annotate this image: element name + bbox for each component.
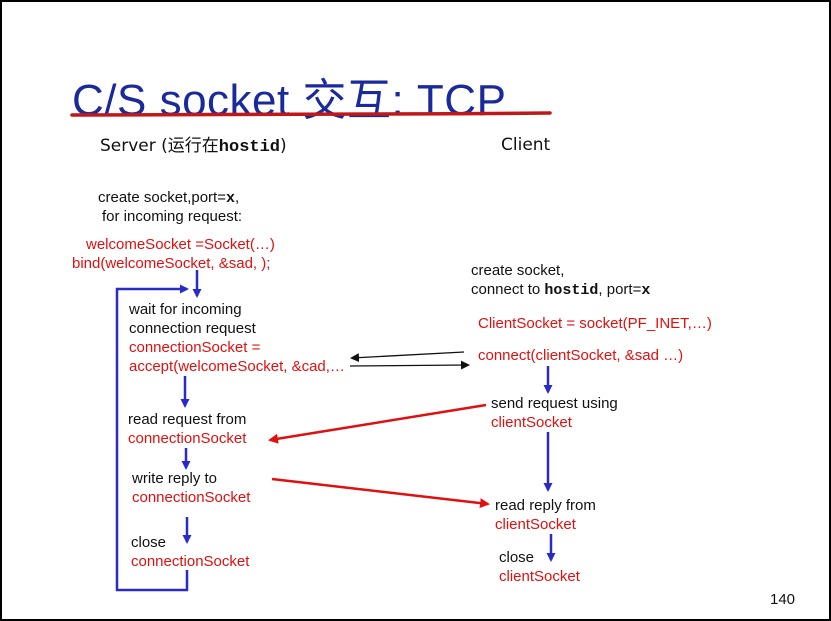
- client-send-socket: clientSocket: [491, 414, 572, 431]
- client-create-line2: connect to hostid, port=x: [471, 280, 650, 300]
- client-read-label: read reply from: [495, 497, 596, 514]
- client-socket-code: ClientSocket = socket(PF_INET,…): [478, 315, 712, 332]
- client-read-socket: clientSocket: [495, 516, 576, 533]
- server-accept-line1: connectionSocket =: [129, 339, 261, 356]
- server-create-port: x: [225, 190, 235, 207]
- client-create-port: x: [641, 282, 651, 299]
- server-welcome-socket-code: welcomeSocket =Socket(…): [86, 236, 275, 253]
- server-write-label: write reply to: [132, 470, 218, 487]
- client-create-mid: , port=: [598, 281, 642, 298]
- server-close-label: close: [131, 534, 167, 551]
- client-send-label: send request using: [491, 395, 618, 412]
- server-loop-back-arrow: [115, 284, 189, 592]
- server-bind-code: bind(welcomeSocket, &sad, );: [72, 255, 271, 272]
- server-create-prefix: create socket,port=: [98, 189, 226, 206]
- request-message-arrow: [268, 403, 487, 444]
- client-create-prefix: connect to: [471, 281, 545, 298]
- server-heading-suffix: ): [280, 136, 287, 156]
- connection-setup-arrow-to-client: [349, 360, 470, 370]
- connection-setup-arrow-to-server: [350, 351, 465, 363]
- client-close-socket: clientSocket: [499, 568, 580, 585]
- server-write-socket: connectionSocket: [132, 489, 251, 506]
- server-read-socket: connectionSocket: [128, 430, 247, 447]
- server-create-suffix: ,: [235, 189, 240, 206]
- title-underline: [70, 111, 552, 117]
- slide-title: C/S socket 交互: TCP: [72, 76, 507, 125]
- server-wait-line1: wait for incoming: [129, 301, 242, 318]
- server-heading-host: hostid: [218, 138, 281, 157]
- client-connect-code: connect(clientSocket, &sad …): [478, 347, 684, 364]
- server-create-socket-line2: for incoming request:: [102, 208, 243, 225]
- server-heading: Server (运行在hostid): [100, 131, 287, 157]
- server-accept-line2: accept(welcomeSocket, &cad,…: [129, 358, 345, 375]
- server-heading-prefix: Server (运行在: [100, 136, 219, 156]
- client-heading: Client: [501, 135, 551, 155]
- reply-message-arrow: [271, 477, 490, 509]
- server-read-label: read request from: [128, 411, 247, 428]
- client-close-label: close: [499, 549, 535, 566]
- page-number: 140: [770, 591, 796, 608]
- server-wait-line2: connection request: [129, 320, 256, 337]
- server-close-socket: connectionSocket: [131, 553, 250, 570]
- server-create-socket-line1: create socket,port=x,: [98, 188, 239, 208]
- client-create-host: hostid: [544, 282, 599, 299]
- client-create-line1: create socket,: [471, 262, 565, 279]
